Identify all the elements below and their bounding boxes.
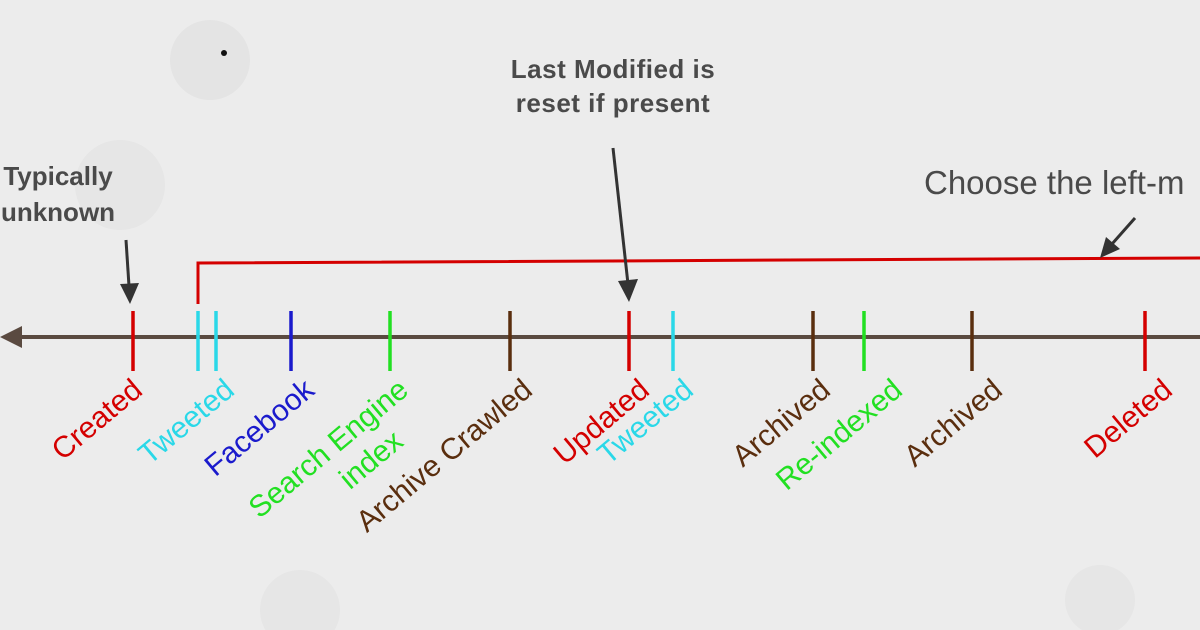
axis-arrowhead-left [0,326,22,348]
background-blob [1065,565,1135,630]
choose-text: Choose the left-m [924,164,1185,201]
event-label-created: Created [46,373,149,467]
last-modified-callout: Last Modified is reset if present [468,52,758,120]
event-label-deleted: Deleted [1078,373,1178,465]
arrow-choose-head [1100,237,1120,258]
choose-callout: Choose the left-m [924,164,1184,202]
typically-line2: unknown [0,197,116,227]
event-label-archived-2: Archived [898,373,1009,473]
background-blob [75,140,165,230]
last-modified-line2: reset if present [515,88,711,118]
background-blob [260,570,340,630]
background-blob [170,20,250,100]
arrow-last-modified-shaft [611,147,630,285]
last-modified-line1: Last Modified is [510,54,716,84]
selection-bracket [196,256,1200,304]
arrow-last-modified-head [618,279,638,302]
arrow-choose-shaft [1110,217,1137,245]
arrow-typically-shaft [124,239,131,287]
typically-unknown-callout: Typically unknown [0,158,158,230]
dot-mark [221,50,227,56]
typically-line1: Typically [3,161,113,191]
arrow-typically-head [120,283,139,304]
